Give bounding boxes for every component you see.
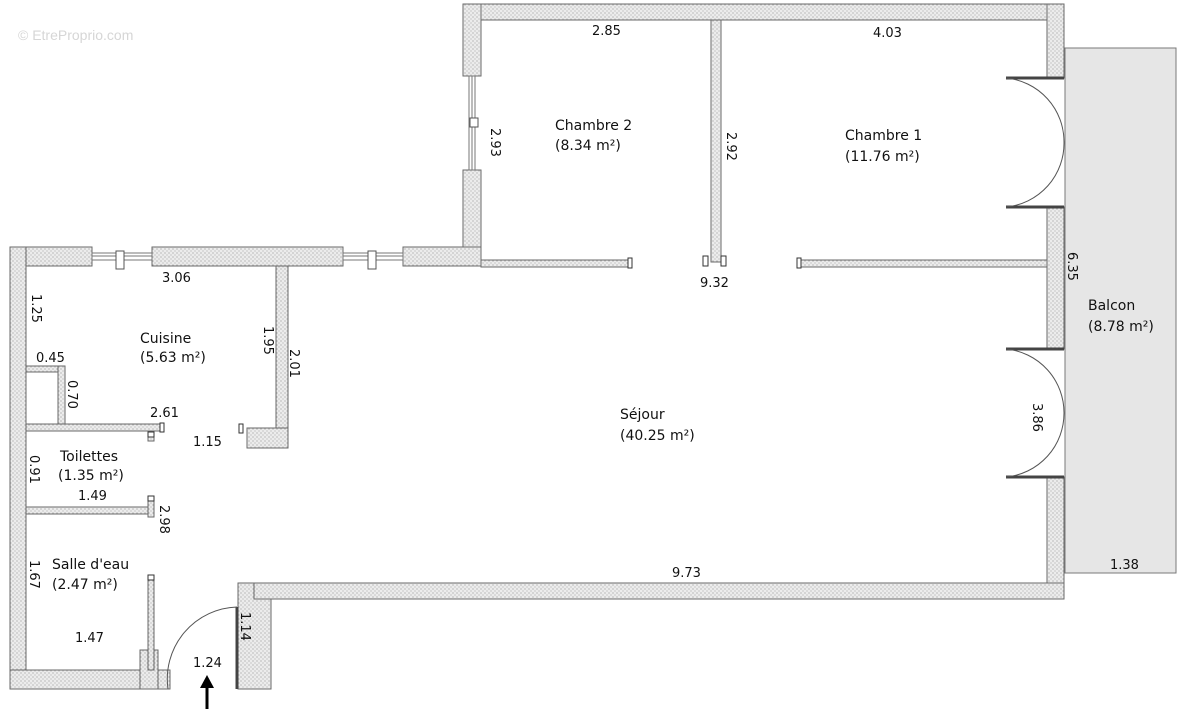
room-area-balcon: (8.78 m²) bbox=[1088, 319, 1154, 335]
dim-chambre1-depth: 2.92 bbox=[723, 132, 738, 161]
room-name-chambre-2: Chambre 2 bbox=[555, 118, 632, 134]
balcony-slab bbox=[1064, 47, 1177, 574]
dim-balcony-width: 1.38 bbox=[1110, 558, 1139, 573]
entry-arrow-icon bbox=[200, 675, 214, 709]
room-area-chambre-2: (8.34 m²) bbox=[555, 138, 621, 154]
dim-cuisine-right-outer: 2.01 bbox=[286, 349, 301, 378]
dim-cuisine-width: 3.06 bbox=[162, 271, 191, 286]
dim-cuisine-bottom: 2.61 bbox=[150, 406, 179, 421]
dimension-labels: 2.85 4.03 2.93 2.92 9.32 6.35 3.86 1.38 … bbox=[26, 24, 1139, 671]
dim-chambre2-depth: 2.93 bbox=[487, 128, 502, 157]
interior-walls bbox=[25, 19, 1048, 671]
room-name-sejour: Séjour bbox=[620, 407, 665, 423]
dim-wet-block: 2.98 bbox=[156, 505, 171, 534]
doors bbox=[166, 76, 1065, 690]
room-name-chambre-1: Chambre 1 bbox=[845, 128, 922, 144]
room-name-salle-eau: Salle d'eau bbox=[52, 557, 129, 573]
room-area-cuisine: (5.63 m²) bbox=[140, 350, 206, 366]
dim-toilettes-depth: 0.91 bbox=[26, 455, 41, 484]
watermark: © EtreProprio.com bbox=[18, 27, 133, 43]
dim-entry-wall: 1.14 bbox=[237, 612, 252, 641]
dim-salle-eau-width: 1.47 bbox=[75, 631, 104, 646]
room-name-balcon: Balcon bbox=[1088, 298, 1135, 314]
dim-hall-opening: 1.15 bbox=[193, 435, 222, 450]
dim-cuisine-left-lower: 0.70 bbox=[64, 380, 79, 409]
room-name-toilettes: Toilettes bbox=[59, 449, 118, 465]
dim-bedrooms-total: 9.32 bbox=[700, 276, 729, 291]
room-labels: Chambre 2 (8.34 m²) Chambre 1 (11.76 m²)… bbox=[52, 118, 1154, 593]
dim-entry-door: 1.24 bbox=[193, 656, 222, 671]
dim-cuisine-right-inner: 1.95 bbox=[260, 326, 275, 355]
room-area-sejour: (40.25 m²) bbox=[620, 428, 695, 444]
dim-cuisine-step: 0.45 bbox=[36, 351, 65, 366]
room-name-cuisine: Cuisine bbox=[140, 331, 191, 347]
windows bbox=[91, 75, 479, 270]
dim-balcony-door-wall: 3.86 bbox=[1029, 403, 1044, 432]
dim-salle-eau-depth: 1.67 bbox=[26, 560, 41, 589]
dim-cuisine-left-upper: 1.25 bbox=[28, 294, 43, 323]
room-area-chambre-1: (11.76 m²) bbox=[845, 149, 920, 165]
exterior-walls bbox=[9, 3, 1065, 690]
dim-sejour-length: 9.73 bbox=[672, 566, 701, 581]
dim-right-wall: 6.35 bbox=[1064, 252, 1079, 281]
dim-toilettes-width: 1.49 bbox=[78, 489, 107, 504]
dim-chambre1-width: 4.03 bbox=[873, 26, 902, 41]
room-area-salle-eau: (2.47 m²) bbox=[52, 577, 118, 593]
dim-chambre2-width: 2.85 bbox=[592, 24, 621, 39]
room-area-toilettes: (1.35 m²) bbox=[58, 468, 124, 484]
wall-caps bbox=[147, 255, 802, 581]
